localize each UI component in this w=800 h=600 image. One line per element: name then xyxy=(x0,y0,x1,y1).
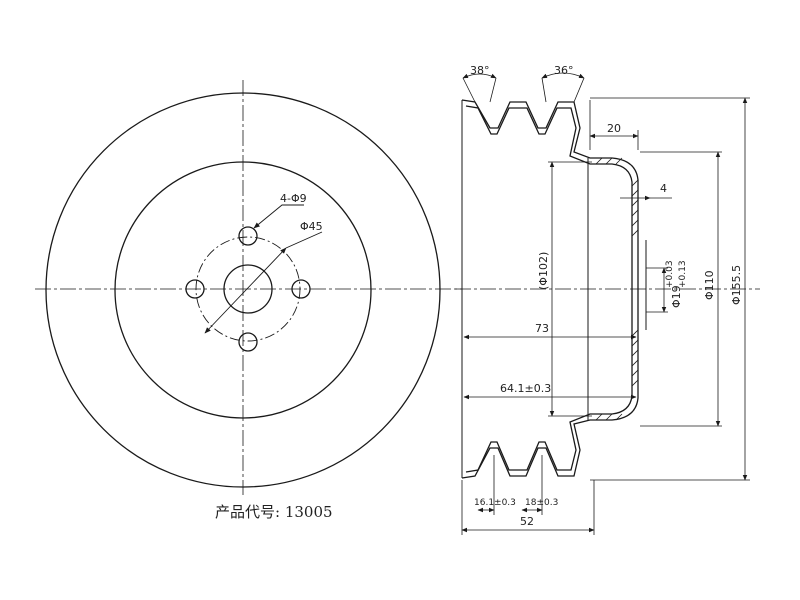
bottom-groove-profile-outer xyxy=(461,330,639,479)
dim-20-label: 20 xyxy=(607,122,621,135)
pcd-label-line xyxy=(285,231,323,249)
dim-102-label: (Φ102) xyxy=(537,252,550,290)
section-view xyxy=(455,99,760,479)
angle-arc-left xyxy=(462,73,497,79)
section-dimensions xyxy=(461,72,750,535)
front-view xyxy=(35,80,462,495)
bolt-hole-bottom xyxy=(238,332,258,352)
dim-4-label: 4 xyxy=(660,182,667,195)
dim-18-label: 18±0.3 xyxy=(525,498,558,508)
bottom-groove-profile-inner xyxy=(465,330,633,473)
dim-16-label: 16.1±0.3 xyxy=(474,498,516,508)
pcd-dim-label: Φ45 xyxy=(300,220,323,233)
dim-52-label: 52 xyxy=(520,515,534,528)
angle-right-label: 36° xyxy=(554,64,574,77)
web-hatch xyxy=(595,157,639,421)
dim-64-label: 64.1±0.3 xyxy=(500,382,551,395)
product-code-label: 产品代号: 13005 xyxy=(215,503,333,521)
dim-19-tol-upper: +0.03 xyxy=(665,260,675,288)
dim-110-label: Φ110 xyxy=(703,270,716,300)
dim-155-label: Φ155.5 xyxy=(730,265,743,305)
dim-19-label: Φ19 xyxy=(670,285,683,308)
angle-arc-right xyxy=(541,72,585,79)
dim-73-label: 73 xyxy=(535,322,549,335)
top-groove-profile-outer xyxy=(461,99,639,240)
hole-leader xyxy=(253,204,304,229)
bolt-hole-top xyxy=(238,226,258,246)
dim-19-tol-lower: +0.13 xyxy=(678,260,688,288)
top-groove-profile-inner xyxy=(465,105,633,240)
angle-left-label: 38° xyxy=(470,64,490,77)
pcd-leader xyxy=(204,247,287,334)
hole-dim-label: 4-Φ9 xyxy=(280,192,307,205)
